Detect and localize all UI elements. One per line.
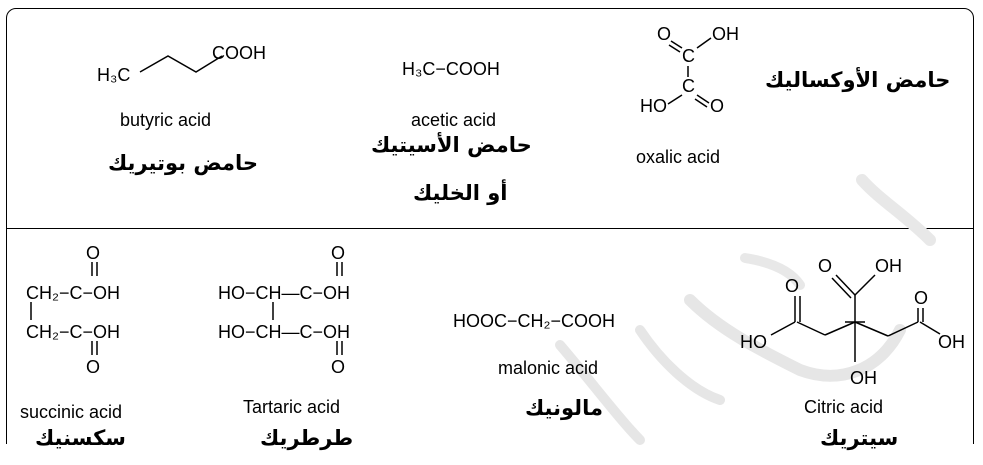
oxalic-ho-bottom: HO — [640, 96, 667, 116]
tartaric-row2: HO−CH—C−OH — [218, 322, 351, 342]
oxalic-c-top: C — [682, 46, 695, 66]
malonic-name-ar: مالونيك — [525, 396, 603, 420]
oxalic-o-top: O — [657, 24, 671, 44]
butyric-name-ar: حامض بوتيريك — [108, 151, 258, 175]
row-separator — [6, 228, 974, 229]
acetic-name-ar: حامض الأسيتيك — [371, 133, 532, 157]
malonic-name-en: malonic acid — [498, 358, 599, 378]
tartaric-o-top: O — [331, 243, 346, 263]
citric-o-top: O — [818, 256, 832, 276]
butyric-h3c: H₃C — [97, 65, 131, 85]
acetic-formula: H₃C−COOH — [402, 59, 500, 79]
butyric-name-en: butyric acid — [120, 110, 212, 130]
citric-oh-top: OH — [875, 256, 902, 276]
oxalic-c-bottom: C — [682, 76, 695, 96]
succinic-o-top: O — [86, 243, 101, 263]
tartaric-o-bottom: O — [331, 357, 346, 377]
succinic-row1: CH₂−C−OH — [26, 283, 121, 303]
citric-name-ar: سيتريك — [820, 426, 899, 450]
succinic-name-en: succinic acid — [20, 402, 123, 422]
tartaric-name-ar: طرطريك — [260, 426, 354, 450]
citric-o-left: O — [785, 276, 799, 296]
acetic-name-ar-alt: أو الخليك — [413, 181, 508, 205]
succinic-o-bottom: O — [86, 357, 101, 377]
succinic-row2: CH₂−C−OH — [26, 322, 121, 342]
oxalic-name-en: oxalic acid — [636, 147, 721, 167]
oxalic-o-bottom: O — [710, 96, 724, 116]
citric-ho-left: HO — [740, 332, 767, 352]
oxalic-name-ar: حامض الأوكساليك — [765, 68, 951, 92]
succinic-name-ar: سكسنيك — [35, 426, 126, 450]
citric-oh-right: OH — [938, 332, 965, 352]
citric-name-en: Citric acid — [804, 397, 884, 417]
acetic-name-en: acetic acid — [411, 110, 497, 130]
oxalic-oh-top: OH — [712, 24, 739, 44]
tartaric-row1: HO−CH—C−OH — [218, 283, 351, 303]
bottom-cutoff — [0, 444, 983, 465]
butyric-cooh: COOH — [212, 43, 266, 63]
tartaric-name-en: Tartaric acid — [243, 397, 341, 417]
malonic-formula: HOOC−CH₂−COOH — [453, 311, 616, 331]
citric-o-right: O — [914, 288, 928, 308]
citric-oh-bottom: OH — [850, 368, 877, 388]
